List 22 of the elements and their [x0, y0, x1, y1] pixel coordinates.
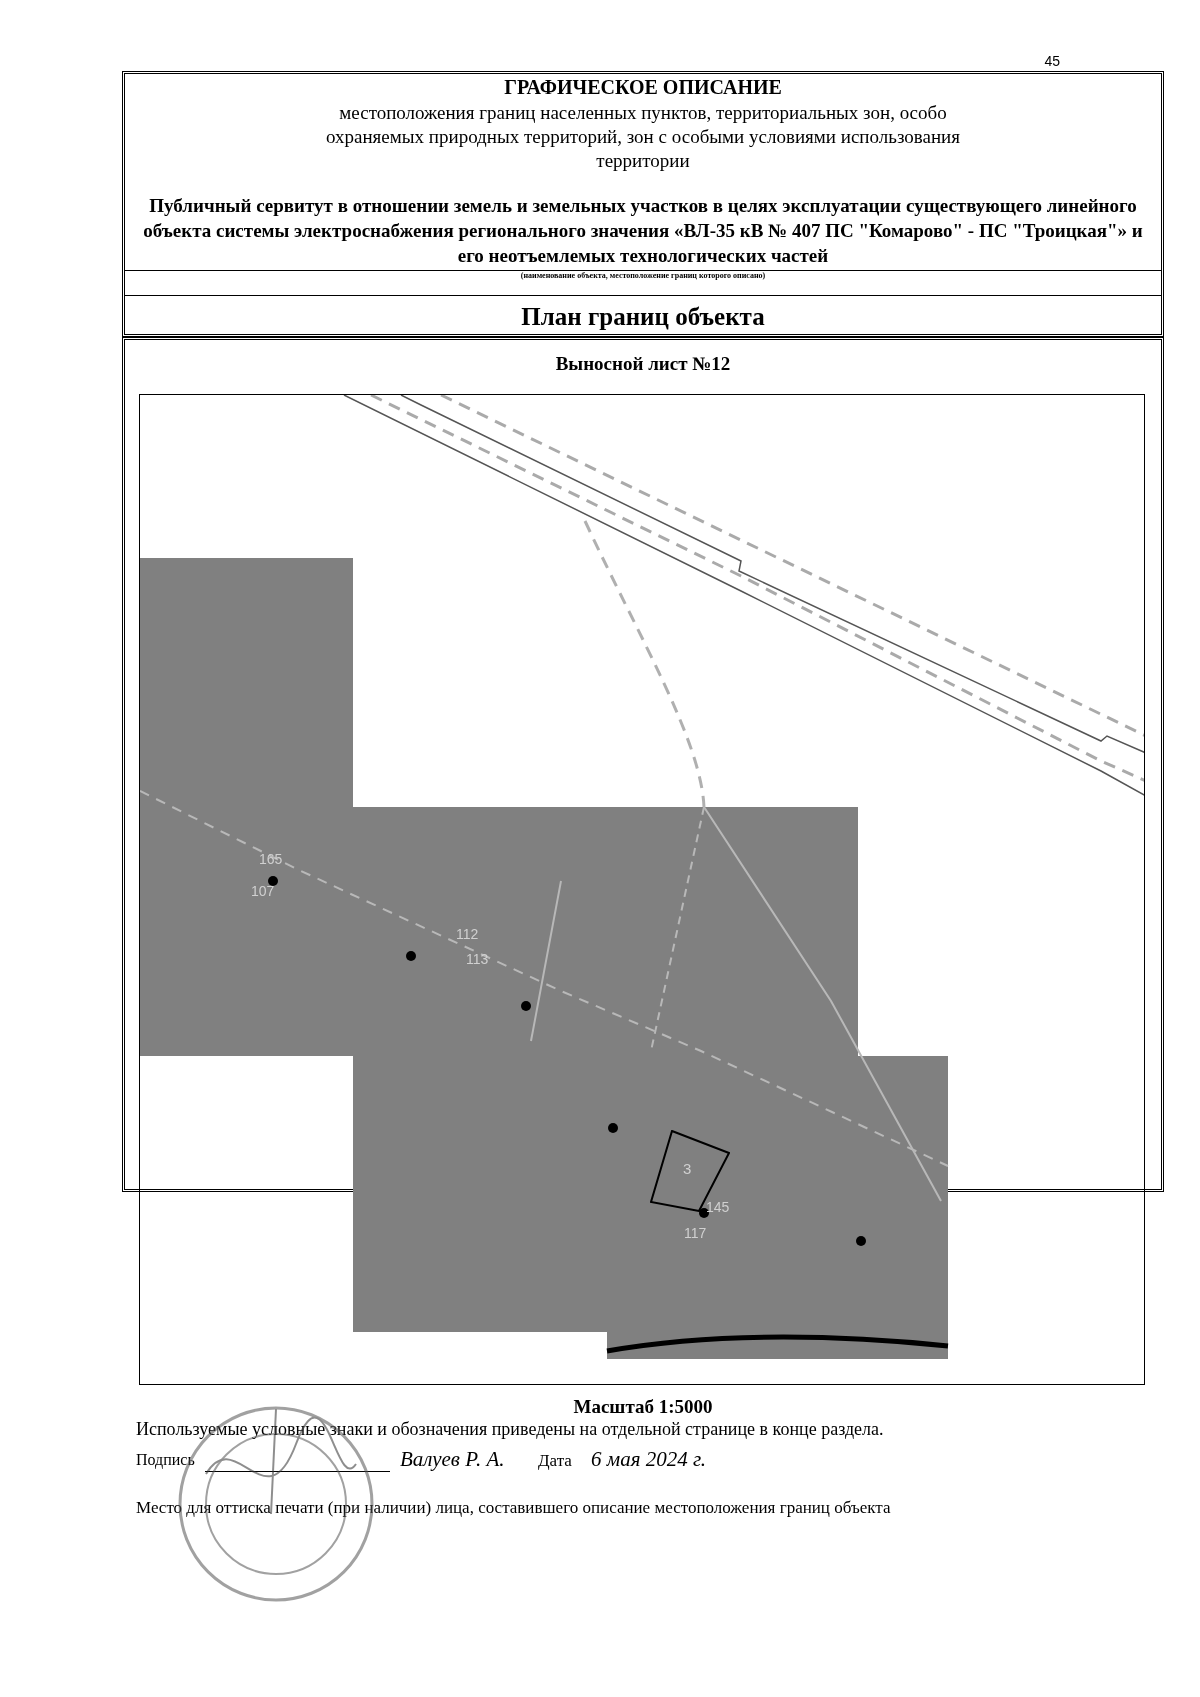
- parcel-outline: [650, 1130, 730, 1212]
- stamp-place-text: Место для оттиска печати (при наличии) лица, составившего описание местоположения границ объекта: [136, 1498, 891, 1518]
- object-name-text: Публичный сервитут в отношении земель и земельных участков в целях эксплуатации существующего линейного объекта системы электроснабжения регионального значения «ВЛ-35 кВ № 407 ПС "Комарово" - ПС "Троицкая"» и его неотъемлемых технологических частей: [142, 194, 1144, 268]
- point-number: 145: [706, 1199, 730, 1215]
- point-number: 107: [251, 883, 275, 899]
- sheet-heading: Выносной лист №12: [554, 353, 732, 375]
- signature-label: Подпись: [136, 1451, 195, 1469]
- parcel-number: 3: [683, 1160, 692, 1177]
- subtitle-text: местоположения границ населенных пунктов, территориальных зон, особо охраняемых природных территорий, зон с особыми условиями использования территории: [324, 101, 962, 173]
- caption-note: (наименование объекта, местоположение границ которого описано): [519, 271, 767, 280]
- point-number: 113: [466, 951, 489, 967]
- note-text: Используемые условные знаки и обозначения приведены на отдельной странице в конце раздела.: [136, 1419, 884, 1440]
- point-number: 165: [259, 851, 283, 867]
- page-number: 45: [1044, 53, 1060, 69]
- signer-name: Валуев Р. А.: [400, 1447, 505, 1472]
- scale-label: Масштаб 1:5000: [572, 1396, 714, 1418]
- point-number: 117: [684, 1225, 707, 1241]
- section-heading: План границ объекта: [520, 303, 766, 331]
- document-title: ГРАФИЧЕСКОЕ ОПИСАНИЕ: [503, 76, 783, 99]
- date-label: Дата: [538, 1451, 572, 1471]
- date-value: 6 мая 2024 г.: [591, 1447, 707, 1472]
- point-number: 112: [456, 926, 479, 942]
